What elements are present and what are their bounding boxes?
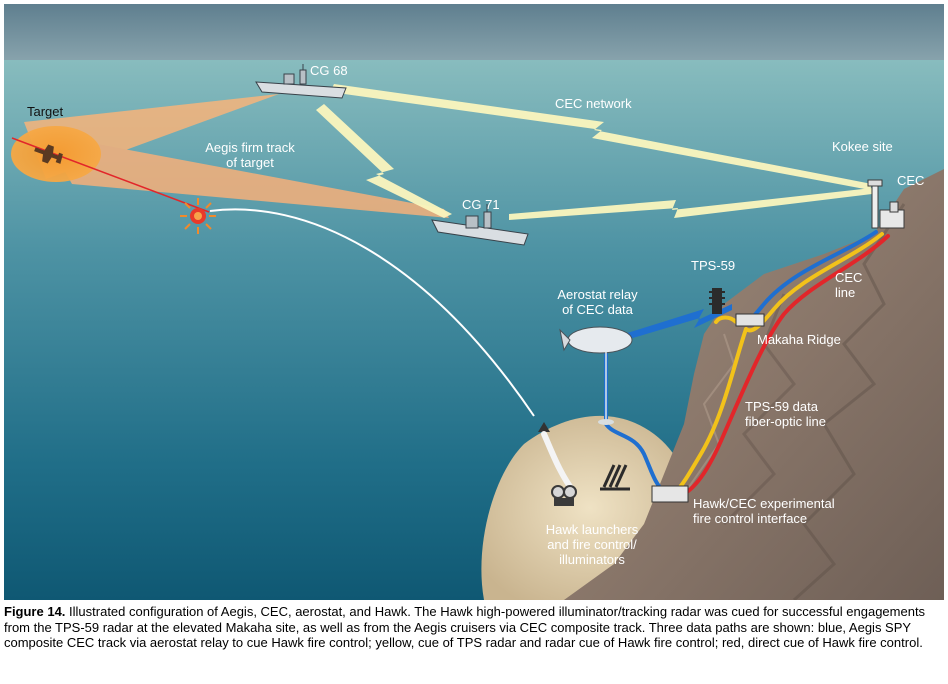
label-aerostat-line2: of CEC data [562, 302, 633, 317]
sky [4, 4, 944, 64]
label-aegis-track-line2: of target [226, 155, 274, 170]
label-hawk-launchers: Hawk launchers and fire control/ illumin… [532, 522, 652, 567]
beam-cg71 [44, 134, 449, 218]
target-aircraft-icon [34, 144, 63, 164]
label-aegis-track: Aegis firm track of target [190, 140, 310, 170]
label-target: Target [27, 104, 64, 119]
label-hawk-cec-line1: Hawk/CEC experimental [693, 496, 835, 511]
yellow-path-fiber [672, 327, 748, 496]
caption-figure-number: Figure 14. [4, 604, 66, 619]
cg71-ship-icon [431, 204, 529, 246]
label-cg68: CG 68 [310, 63, 348, 78]
kokee-cec-tower-icon [867, 179, 905, 229]
label-aegis-track-line1: Aegis firm track [205, 140, 295, 155]
tps59-radar-icon [709, 288, 765, 327]
illustration [4, 4, 944, 600]
yellow-path-kokee [744, 232, 884, 333]
caption-text: Illustrated configuration of Aegis, CEC,… [4, 604, 926, 651]
label-tps-fiber-line1: TPS-59 data [745, 399, 818, 414]
intercept-burst-icon [180, 198, 216, 234]
label-cec-line: CEC line [835, 270, 862, 300]
blue-path-aerostat [604, 352, 666, 494]
label-tps-fiber-line2: fiber-optic line [745, 414, 826, 429]
label-aerostat-line1: Aerostat relay [557, 287, 638, 302]
hawk-launchers-icon [538, 422, 689, 506]
label-cec-network: CEC network [555, 96, 632, 111]
label-kokee-site: Kokee site [832, 139, 893, 154]
cec-network-links [316, 84, 872, 220]
cec-link-cg68-cg71 [316, 104, 452, 218]
figure-caption: Figure 14. Illustrated configuration of … [4, 604, 944, 651]
label-cec-line-line2: line [835, 285, 856, 300]
cec-link-cg68-kokee [330, 84, 872, 190]
cg68-ship-icon [255, 64, 347, 99]
cec-link-cg71-kokee [509, 188, 872, 220]
label-cec: CEC [897, 173, 925, 188]
label-hawk-cec-line2: fire control interface [693, 511, 808, 526]
blue-relay-link [624, 304, 732, 340]
label-hawk-line3: illuminators [559, 552, 625, 567]
label-tps59: TPS-59 [691, 258, 736, 273]
label-makaha-ridge: Makaha Ridge [757, 332, 841, 347]
label-cec-line-line1: CEC [835, 270, 863, 285]
red-path-kokee [678, 234, 890, 498]
yellow-path-tps [714, 315, 738, 324]
label-hawk-line1: Hawk launchers [545, 522, 639, 537]
label-aerostat: Aerostat relay of CEC data [545, 287, 650, 317]
label-tps-fiber: TPS-59 data fiber-optic line [745, 399, 826, 429]
label-cg71: CG 71 [462, 197, 500, 212]
label-hawk-cec-interface: Hawk/CEC experimental fire control inter… [693, 496, 835, 526]
aerostat-icon [559, 326, 633, 425]
hawk-cec-interface-box [651, 485, 689, 503]
label-hawk-line2: and fire control/ [547, 537, 637, 552]
missile-trajectory [209, 208, 535, 417]
